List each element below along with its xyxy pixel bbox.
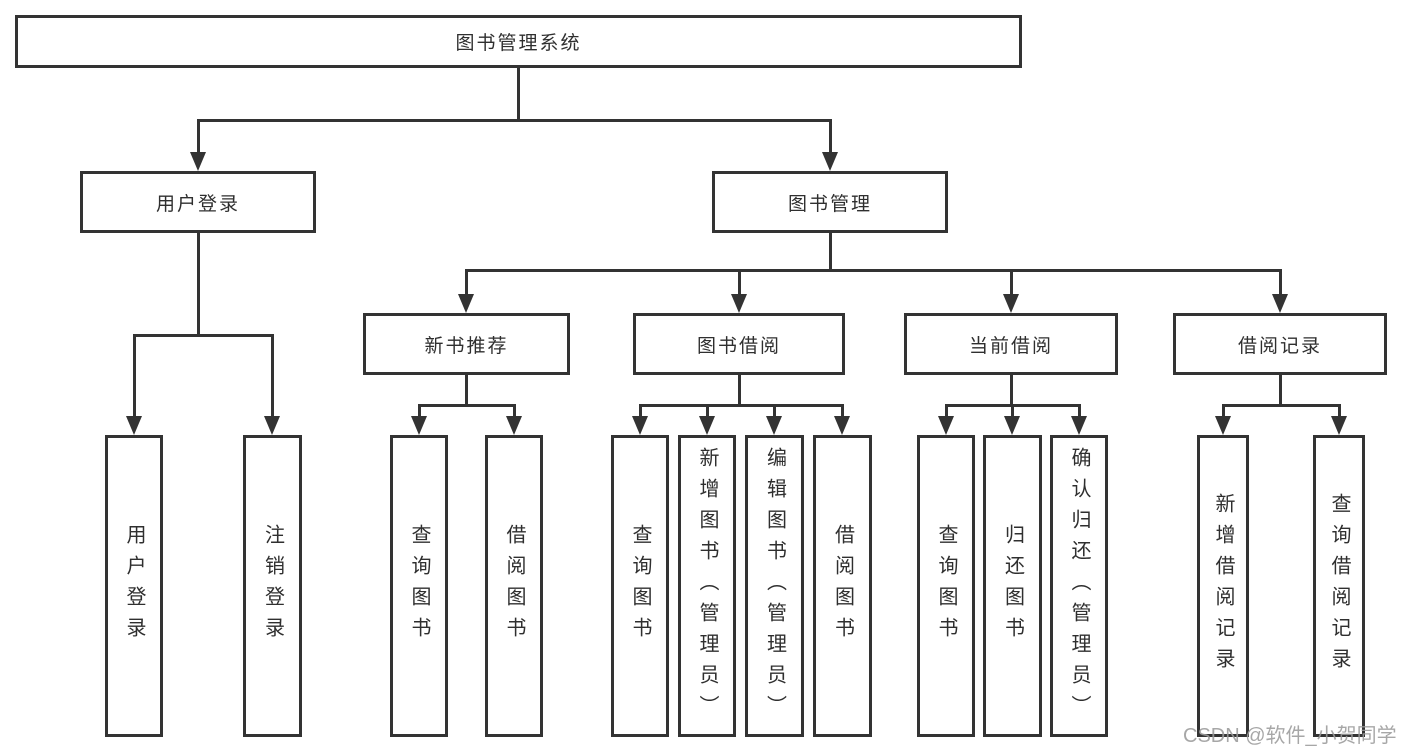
connector-vline — [738, 375, 741, 406]
leaf-record-query: 查询借阅记录 — [1313, 435, 1365, 737]
arrow-down-icon — [822, 152, 838, 171]
connector-vline — [773, 404, 776, 418]
connector-vline — [829, 233, 832, 271]
leaf-newbook-query: 查询图书 — [390, 435, 448, 737]
node-current-borrow: 当前借阅 — [904, 313, 1118, 375]
arrow-down-icon — [731, 294, 747, 313]
connector-vline — [1338, 404, 1341, 418]
arrow-down-icon — [766, 416, 782, 435]
connector-vline — [738, 269, 741, 296]
connector-hline — [1222, 404, 1341, 407]
arrow-down-icon — [632, 416, 648, 435]
leaf-logout: 注销登录 — [243, 435, 302, 737]
connector-vline — [1222, 404, 1225, 418]
leaf-user-login: 用户登录 — [105, 435, 163, 737]
arrow-down-icon — [699, 416, 715, 435]
arrow-down-icon — [264, 416, 280, 435]
connector-vline — [465, 269, 468, 296]
leaf-borrow-query: 查询图书 — [611, 435, 669, 737]
leaf-current-query: 查询图书 — [917, 435, 975, 737]
connector-vline — [841, 404, 844, 418]
connector-vline — [513, 404, 516, 418]
arrow-down-icon — [1004, 416, 1020, 435]
connector-hline — [197, 119, 831, 122]
connector-vline — [197, 233, 200, 336]
arrow-down-icon — [1272, 294, 1288, 313]
node-book-borrow: 图书借阅 — [633, 313, 845, 375]
connector-vline — [465, 375, 468, 406]
node-book-management: 图书管理 — [712, 171, 948, 233]
arrow-down-icon — [411, 416, 427, 435]
connector-vline — [418, 404, 421, 418]
connector-vline — [706, 404, 709, 418]
connector-vline — [639, 404, 642, 418]
leaf-borrow-borrow: 借阅图书 — [813, 435, 872, 737]
arrow-down-icon — [1071, 416, 1087, 435]
node-user-login: 用户登录 — [80, 171, 316, 233]
connector-hline — [639, 404, 844, 407]
connector-vline — [271, 334, 274, 418]
node-new-book-recommend: 新书推荐 — [363, 313, 570, 375]
arrow-down-icon — [190, 152, 206, 171]
leaf-borrow-edit-admin: 编辑图书（管理员） — [745, 435, 804, 737]
connector-hline — [133, 334, 274, 337]
arrow-down-icon — [126, 416, 142, 435]
arrow-down-icon — [506, 416, 522, 435]
connector-hline — [465, 269, 1282, 272]
connector-vline — [1279, 375, 1282, 406]
leaf-borrow-add-admin: 新增图书（管理员） — [678, 435, 736, 737]
connector-vline — [1010, 269, 1013, 296]
connector-vline — [829, 119, 832, 154]
connector-vline — [945, 404, 948, 418]
node-borrow-records: 借阅记录 — [1173, 313, 1387, 375]
connector-vline — [197, 119, 200, 154]
connector-vline — [1010, 375, 1013, 406]
connector-vline — [133, 334, 136, 418]
leaf-newbook-borrow: 借阅图书 — [485, 435, 543, 737]
watermark: CSDN @软件_小贺同学 — [1183, 725, 1397, 747]
arrow-down-icon — [1215, 416, 1231, 435]
connector-vline — [517, 68, 520, 121]
leaf-record-add: 新增借阅记录 — [1197, 435, 1249, 737]
leaf-current-confirm-admin: 确认归还（管理员） — [1050, 435, 1108, 737]
arrow-down-icon — [1003, 294, 1019, 313]
connector-hline — [418, 404, 516, 407]
connector-vline — [1011, 404, 1014, 418]
leaf-current-return: 归还图书 — [983, 435, 1042, 737]
arrow-down-icon — [1331, 416, 1347, 435]
arrow-down-icon — [834, 416, 850, 435]
node-root: 图书管理系统 — [15, 15, 1022, 68]
connector-vline — [1279, 269, 1282, 296]
arrow-down-icon — [458, 294, 474, 313]
arrow-down-icon — [938, 416, 954, 435]
connector-vline — [1078, 404, 1081, 418]
